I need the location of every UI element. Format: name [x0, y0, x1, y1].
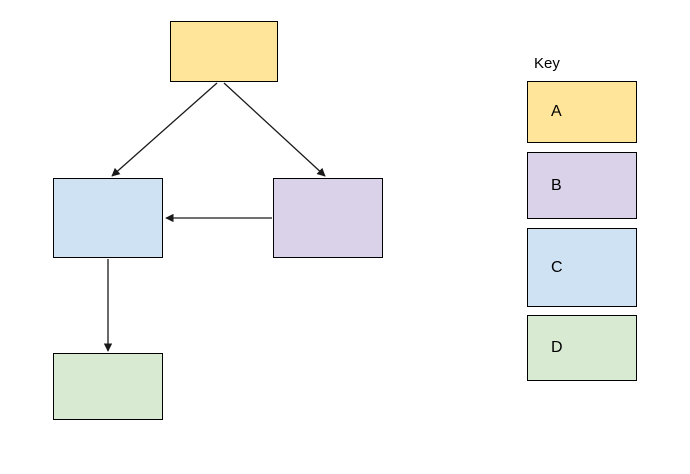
legend: Key A B C D [527, 55, 637, 381]
legend-item-b: B [527, 152, 637, 219]
legend-item-label: D [551, 339, 563, 356]
node-d [53, 353, 163, 420]
node-a [170, 21, 278, 82]
legend-item-label: C [551, 258, 563, 276]
edge-a-to-c [111, 82, 218, 177]
legend-title: Key [534, 55, 560, 72]
legend-item-label: A [551, 103, 562, 120]
edge-a-to-b [223, 82, 326, 177]
legend-item-a: A [527, 81, 637, 143]
legend-item-label: B [551, 176, 562, 194]
legend-item-c: C [527, 228, 637, 307]
legend-item-d: D [527, 315, 637, 381]
node-b [273, 178, 383, 258]
node-c [53, 178, 163, 258]
